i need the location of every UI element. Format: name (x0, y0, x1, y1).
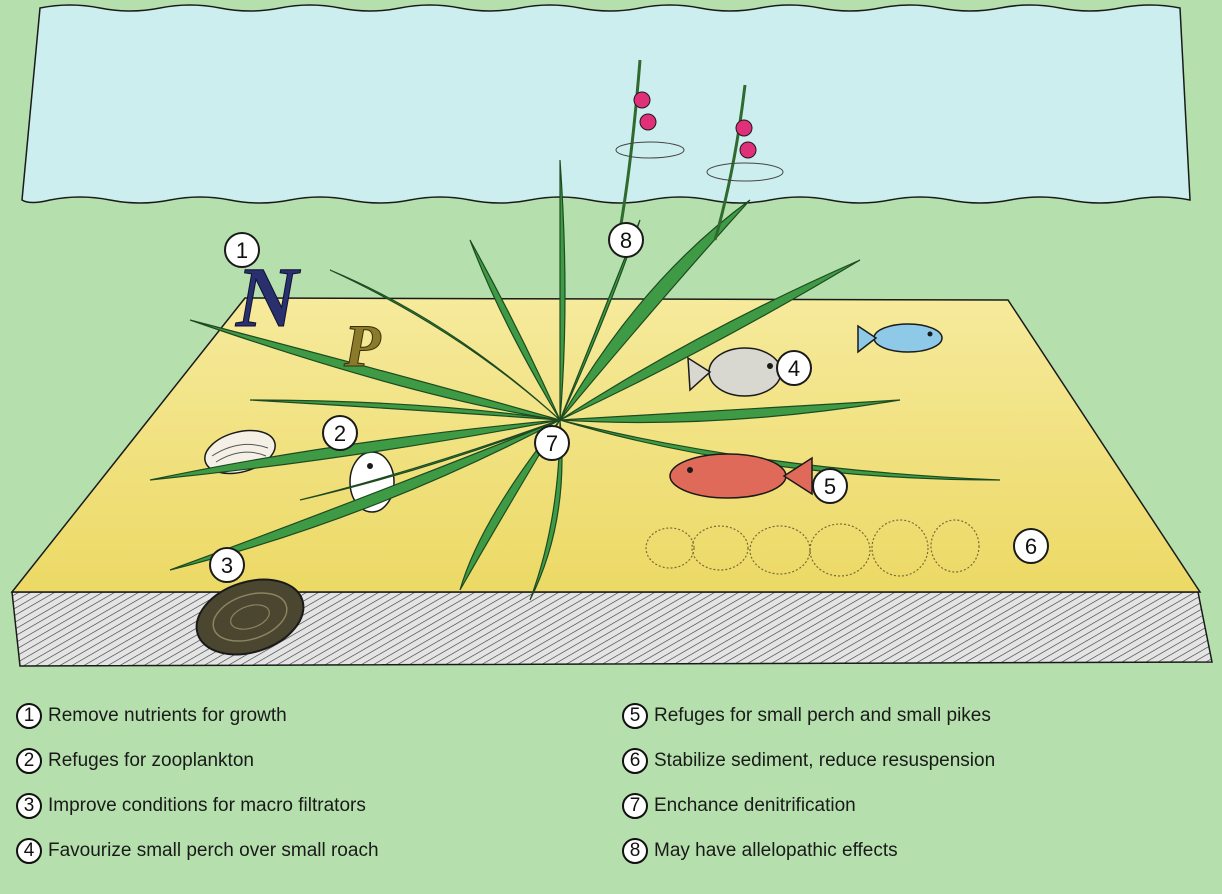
legend-number-4: 4 (16, 838, 42, 864)
marker-1-label: 1 (236, 238, 248, 263)
marker-7-label: 7 (546, 431, 558, 456)
legend-number-8: 8 (622, 838, 648, 864)
legend-number-6: 6 (622, 748, 648, 774)
legend-item-5: 5 Refuges for small perch and small pike… (622, 702, 995, 730)
legend-text-1: Remove nutrients for growth (48, 705, 287, 727)
legend-number-5: 5 (622, 703, 648, 729)
legend-text-4: Favourize small perch over small roach (48, 840, 379, 862)
marker-3: 3 (210, 548, 244, 582)
marker-4-label: 4 (788, 356, 800, 381)
legend-number-2: 2 (16, 748, 42, 774)
scene-svg: N P 1 2 3 4 5 (0, 0, 1222, 680)
legend-text-6: Stabilize sediment, reduce resuspension (654, 750, 995, 772)
legend-text-8: May have allelopathic effects (654, 840, 898, 862)
marker-5: 5 (813, 469, 847, 503)
legend-column-right: 5 Refuges for small perch and small pike… (622, 702, 995, 882)
legend-text-5: Refuges for small perch and small pikes (654, 705, 991, 727)
legend-text-3: Improve conditions for macro filtrators (48, 795, 366, 817)
marker-6: 6 (1014, 529, 1048, 563)
legend-item-7: 7 Enchance denitrification (622, 792, 995, 820)
lake-scene-illustration: N P 1 2 3 4 5 (0, 0, 1222, 680)
marker-5-label: 5 (824, 474, 836, 499)
marker-2-label: 2 (334, 421, 346, 446)
sediment-side (12, 592, 1212, 666)
legend-item-8: 8 May have allelopathic effects (622, 837, 995, 865)
marker-3-label: 3 (221, 553, 233, 578)
marker-8-label: 8 (620, 228, 632, 253)
legend-text-2: Refuges for zooplankton (48, 750, 254, 772)
legend-number-3: 3 (16, 793, 42, 819)
legend-item-3: 3 Improve conditions for macro filtrator… (16, 792, 379, 820)
legend-text-7: Enchance denitrification (654, 795, 856, 817)
marker-8: 8 (609, 223, 643, 257)
marker-6-label: 6 (1025, 534, 1037, 559)
marker-7: 7 (535, 426, 569, 460)
legend-item-1: 1 Remove nutrients for growth (16, 702, 379, 730)
marker-4: 4 (777, 351, 811, 385)
marker-1: 1 (225, 233, 259, 267)
legend-column-left: 1 Remove nutrients for growth 2 Refuges … (16, 702, 379, 882)
legend-number-7: 7 (622, 793, 648, 819)
legend-item-4: 4 Favourize small perch over small roach (16, 837, 379, 865)
marker-2: 2 (323, 416, 357, 450)
legend: 1 Remove nutrients for growth 2 Refuges … (0, 690, 1222, 894)
legend-number-1: 1 (16, 703, 42, 729)
water-surface (22, 5, 1190, 203)
phosphorus-letter: P (343, 313, 382, 379)
legend-item-6: 6 Stabilize sediment, reduce resuspensio… (622, 747, 995, 775)
legend-item-2: 2 Refuges for zooplankton (16, 747, 379, 775)
